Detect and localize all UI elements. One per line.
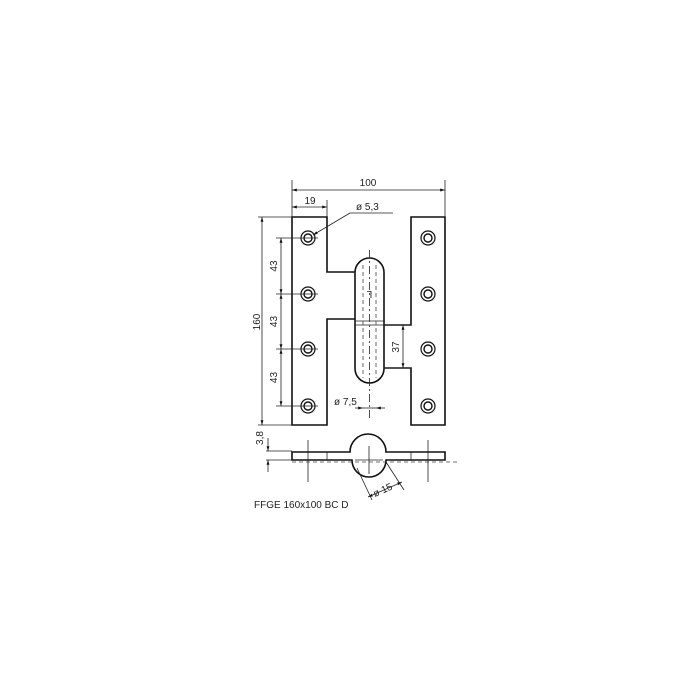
dim-overall-height: 160 xyxy=(252,313,263,330)
dimensions: 100 19 ø 5,3 160 43 43 43 37 ø 7,5 xyxy=(252,178,446,426)
front-view: L xyxy=(291,216,446,426)
screw-hole xyxy=(423,401,433,411)
screw-hole xyxy=(420,286,436,302)
screw-hole xyxy=(420,341,436,357)
dim-leaf-width: 19 xyxy=(304,196,316,207)
side-view: 3,8 ø 15 xyxy=(255,431,460,501)
dim-knuckle-diameter: ø 15 xyxy=(372,481,395,499)
knuckle-mark: L xyxy=(366,288,372,299)
screw-hole xyxy=(423,233,433,243)
screw-hole xyxy=(420,398,436,414)
dim-knuckle-gap: 37 xyxy=(391,341,402,353)
screw-hole xyxy=(420,230,436,246)
dim-hole-spacing: 43 xyxy=(269,260,280,272)
dim-hole-spacing: 43 xyxy=(269,316,280,328)
dim-overall-width: 100 xyxy=(360,178,377,189)
dim-thickness: 3,8 xyxy=(255,431,266,445)
screw-hole xyxy=(423,289,433,299)
right-leaf xyxy=(382,216,446,426)
screw-hole xyxy=(423,344,433,354)
dim-hole-diameter: ø 5,3 xyxy=(356,202,379,213)
product-caption: FFGE 160x100 BC D xyxy=(254,500,348,511)
left-leaf xyxy=(291,216,358,426)
dim-hole-spacing: 43 xyxy=(269,372,280,384)
dim-pin-diameter: ø 7,5 xyxy=(334,397,357,408)
